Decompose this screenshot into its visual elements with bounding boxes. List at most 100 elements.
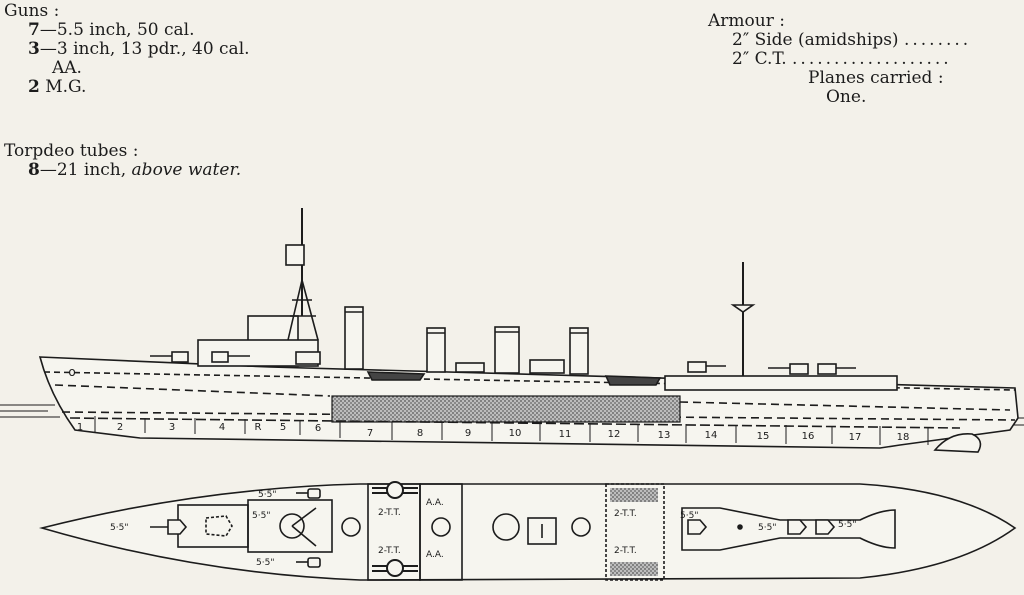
aa-label-top: A.A. bbox=[426, 498, 444, 508]
guns-heading: Guns : bbox=[4, 1, 60, 21]
plan-labels: 5·5" 5·5" 5·5" 5·5" 5·5" 5·5" 5·5" 2-T.T… bbox=[110, 490, 856, 568]
fore-torpedo-well bbox=[366, 371, 426, 381]
foretop bbox=[285, 244, 305, 266]
section-line bbox=[69, 417, 961, 429]
section-3: 3 bbox=[169, 422, 175, 433]
funnel-1-plan bbox=[341, 517, 361, 537]
foremast-plan bbox=[279, 513, 305, 539]
torpedo-heading: Torpdeo tubes : bbox=[4, 141, 139, 161]
funnel-2 bbox=[426, 327, 446, 373]
armour-heading: Armour : bbox=[708, 11, 785, 31]
guns-row-1-num: 7 bbox=[28, 20, 40, 40]
section-11: 11 bbox=[559, 429, 572, 440]
armour-side-dots: ........ bbox=[903, 30, 972, 50]
guns-row-1-text: —5.5 inch, 50 cal. bbox=[39, 20, 195, 40]
tripod-plan bbox=[291, 507, 317, 547]
section-4: 4 bbox=[219, 422, 225, 433]
gun-label-aft-top: 5·5" bbox=[680, 511, 698, 521]
gun-label-aft-mid: 5·5" bbox=[758, 523, 776, 533]
funnel-1 bbox=[344, 306, 364, 370]
torpedo-italic: above water. bbox=[131, 160, 242, 180]
aft-tt-hatch-bottom bbox=[610, 562, 658, 576]
section-17: 17 bbox=[849, 432, 862, 443]
section-18: 18 bbox=[897, 432, 910, 443]
planes-heading: Planes carried : bbox=[808, 68, 944, 88]
aft-tt-bay bbox=[605, 483, 665, 581]
aft-tt-hatch-top bbox=[610, 488, 658, 502]
fwd-gun-outline bbox=[205, 515, 233, 537]
section-labels: o 1 2 3 4 R 5 6 7 8 9 10 11 12 13 14 15 … bbox=[68, 365, 909, 443]
profile-label-a: o bbox=[68, 365, 75, 379]
aft-torpedo-well bbox=[604, 375, 662, 386]
guns-mg: 2 M.G. bbox=[4, 78, 250, 97]
section-2: 2 bbox=[117, 422, 123, 433]
lower-deck-line-aft bbox=[679, 401, 1011, 411]
gun-label-fwd-bottom: 5·5" bbox=[256, 558, 274, 568]
guns-row-2-num: 3 bbox=[28, 39, 40, 59]
section-10: 10 bbox=[509, 428, 522, 439]
lower-deck-line bbox=[54, 384, 331, 397]
mainmast-yard bbox=[730, 304, 756, 313]
section-r: R bbox=[255, 422, 262, 433]
armour-side-text: 2″ Side (amidships) bbox=[732, 30, 899, 50]
section-6: 6 bbox=[315, 423, 321, 434]
tt-label-aft-top: 2-T.T. bbox=[614, 509, 637, 519]
section-7: 7 bbox=[367, 428, 373, 439]
fore-aa-bay bbox=[419, 483, 463, 581]
aft-deckhouse-plan bbox=[681, 507, 896, 551]
guns-mg-num: 2 bbox=[28, 77, 40, 97]
torpedo-text: —21 inch, bbox=[39, 160, 132, 180]
gun-label-bow: 5·5" bbox=[110, 523, 128, 533]
main-deck-line bbox=[43, 371, 1016, 391]
guns-spec: Guns : 7—5.5 inch, 50 cal. 3—3 inch, 13 … bbox=[4, 2, 250, 97]
armour-ct: 2″ C.T. ................... bbox=[708, 50, 971, 69]
section-5: 5 bbox=[280, 422, 286, 433]
section-13: 13 bbox=[658, 430, 671, 441]
crane-plan bbox=[527, 517, 557, 545]
funnel-3-plan bbox=[492, 513, 520, 541]
plan-view bbox=[38, 481, 1017, 581]
torpedo-num: 8 bbox=[28, 160, 40, 180]
aa-label-bottom: A.A. bbox=[426, 550, 444, 560]
gun-label-fwd-mid: 5·5" bbox=[252, 511, 270, 521]
section-15: 15 bbox=[757, 431, 770, 442]
fore-tube-mounts bbox=[372, 481, 418, 577]
section-14: 14 bbox=[705, 430, 718, 441]
funnel-2-plan bbox=[431, 517, 451, 537]
profile-view bbox=[0, 208, 1024, 453]
section-dividers bbox=[94, 416, 929, 445]
section-1: 1 bbox=[77, 422, 83, 433]
armour-ct-dots: ................... bbox=[792, 49, 952, 69]
armour-ct-text: 2″ C.T. bbox=[732, 49, 787, 69]
section-9: 9 bbox=[465, 428, 471, 439]
aft-deckhouse bbox=[664, 375, 898, 391]
guns-mg-text: M.G. bbox=[45, 77, 87, 97]
stern-propeller-guard bbox=[933, 433, 982, 453]
gun-label-aft: 5·5" bbox=[838, 520, 856, 530]
tripod-legs bbox=[287, 279, 319, 341]
funnel-3 bbox=[494, 326, 520, 374]
midship-house bbox=[455, 362, 485, 373]
armour-spec: Armour : 2″ Side (amidships) ........ 2″… bbox=[708, 12, 971, 107]
armour-belt bbox=[331, 395, 681, 423]
guns-row-1: 7—5.5 inch, 50 cal. bbox=[4, 21, 250, 40]
tt-label-fore-top: 2-T.T. bbox=[378, 508, 401, 518]
section-16: 16 bbox=[802, 431, 815, 442]
profile-guns bbox=[150, 351, 856, 375]
guns-row-2-text: —3 inch, 13 pdr., 40 cal. bbox=[39, 39, 250, 59]
funnel-4 bbox=[569, 327, 589, 375]
torpedo-row: 8—21 inch, above water. bbox=[4, 161, 241, 180]
planes-value: One. bbox=[826, 87, 867, 107]
waterline bbox=[61, 411, 1016, 421]
bridge-plan bbox=[247, 499, 333, 553]
guns-aa: AA. bbox=[52, 58, 82, 78]
crane-house bbox=[529, 359, 565, 374]
plan-guns bbox=[150, 488, 836, 568]
gun-label-fwd-top: 5·5" bbox=[258, 490, 276, 500]
section-12: 12 bbox=[608, 429, 621, 440]
torpedo-spec: Torpdeo tubes : 8—21 inch, above water. bbox=[4, 142, 241, 180]
guns-row-2: 3—3 inch, 13 pdr., 40 cal. bbox=[4, 40, 250, 59]
tt-label-fore-bottom: 2-T.T. bbox=[378, 546, 401, 556]
armour-side: 2″ Side (amidships) ........ bbox=[708, 31, 971, 50]
funnel-4-plan bbox=[571, 517, 591, 537]
